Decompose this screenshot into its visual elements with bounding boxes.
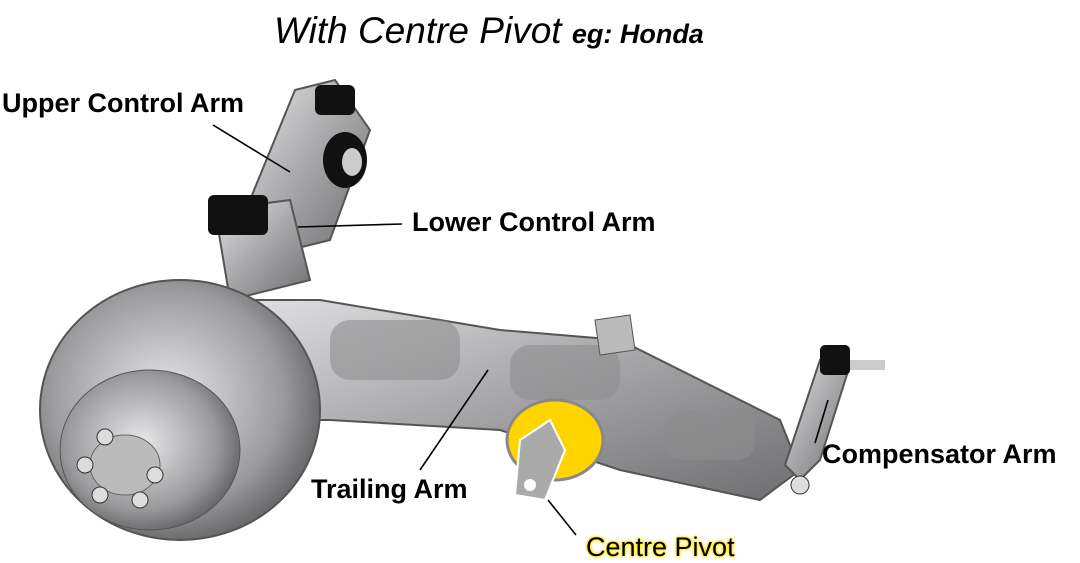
diagram-subtitle: With Centre Pivot eg: Honda	[274, 10, 704, 52]
label-upper-control-arm: Upper Control Arm	[2, 88, 244, 118]
lower-control-arm	[208, 195, 312, 302]
hub-assembly	[39, 279, 321, 541]
label-centre-pivot: Centre Pivot	[586, 532, 735, 562]
label-lower-control-arm: Lower Control Arm	[412, 207, 656, 237]
centre-pivot-bushing	[505, 398, 605, 502]
leader-lines	[212, 124, 829, 536]
label-compensator-arm: Compensator Arm	[822, 439, 1057, 469]
subtitle-example: eg: Honda	[571, 19, 704, 49]
compensator-arm	[783, 345, 885, 495]
subtitle-main: With Centre Pivot	[274, 10, 562, 51]
label-trailing-arm: Trailing Arm	[311, 474, 468, 504]
